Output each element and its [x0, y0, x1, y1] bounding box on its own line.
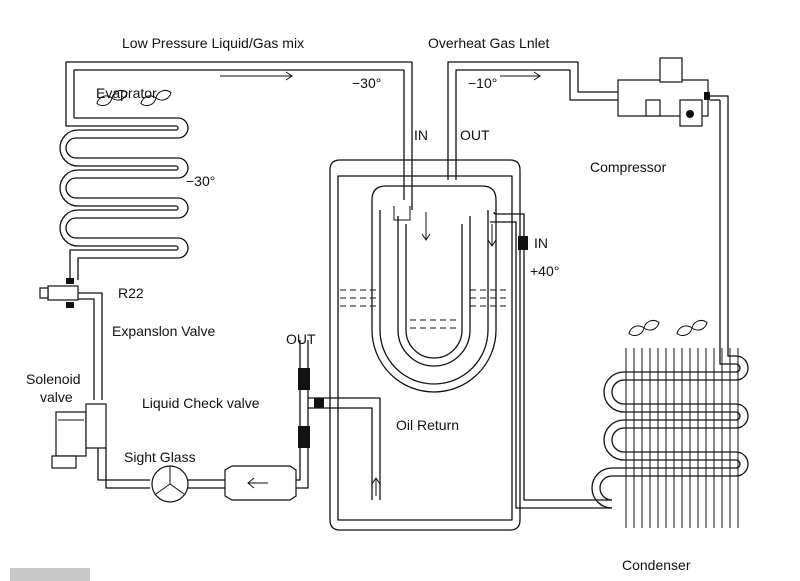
label-overheat-gas: Overheat Gas Lnlet: [428, 35, 550, 51]
evaporator-coil: [59, 117, 189, 280]
condenser-fan-icon: [628, 320, 708, 336]
sight-glass-icon: [151, 465, 225, 503]
suction-pipe: [65, 61, 413, 210]
label-temp-evap-coil: −30°: [186, 173, 215, 189]
label-r22: R22: [118, 285, 144, 301]
out-pipe-stub: [299, 340, 309, 350]
liquid-check-valve-icon: [224, 350, 381, 501]
compressor-icon: [617, 57, 729, 127]
label-evaporator: Evaprator: [96, 85, 157, 101]
overheat-gas-pipe: [447, 61, 618, 180]
label-solenoid-line1: Solenoid: [26, 371, 81, 387]
condenser-coil: [591, 100, 749, 528]
evaporator-fan-icon: [96, 90, 172, 106]
label-out-top: OUT: [460, 127, 490, 143]
label-temp-evap-top: −30°: [352, 75, 381, 91]
label-solenoid-line2: valve: [40, 389, 73, 405]
label-expansion-valve: Expanslon Valve: [112, 323, 215, 339]
label-sight-glass: Sight Glass: [124, 449, 196, 465]
label-oil-return: Oil Return: [396, 417, 459, 433]
expansion-valve-icon: [39, 278, 103, 400]
label-in-right: IN: [534, 235, 548, 251]
label-condenser: Condenser: [622, 557, 691, 573]
label-temp-plus40: +40°: [530, 263, 559, 279]
label-in-top: IN: [414, 127, 428, 143]
solenoid-valve-icon: [51, 403, 150, 489]
separator-vessel: [329, 159, 612, 531]
label-temp-overheat: −10°: [468, 75, 497, 91]
label-out-left: OUT: [286, 331, 316, 347]
label-liquid-check-valve: Liquid Check valve: [142, 395, 260, 411]
label-compressor: Compressor: [590, 159, 667, 175]
label-low-pressure: Low Pressure Liquid/Gas mix: [122, 35, 304, 51]
footer-bar: [10, 568, 90, 581]
flow-arrow-icon: [220, 71, 541, 81]
